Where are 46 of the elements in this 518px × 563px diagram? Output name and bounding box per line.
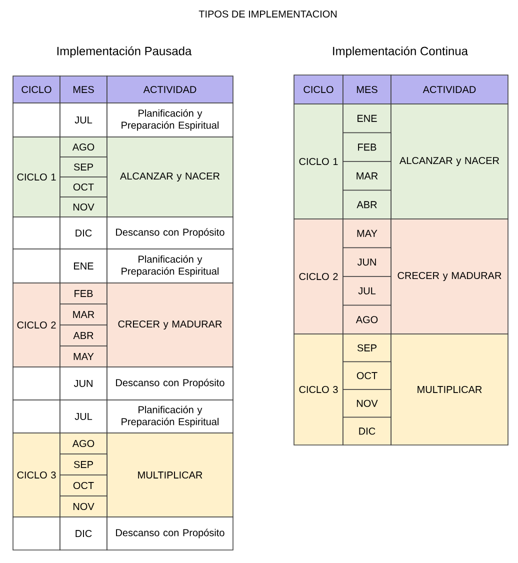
- table-cell: FEB: [60, 282, 108, 304]
- table-cell: MAR: [342, 161, 392, 191]
- table-cell: NOV: [60, 496, 108, 518]
- table-cell: ENE: [60, 248, 108, 284]
- table-cell: MAY: [342, 218, 392, 248]
- table-cell: CRECER y MADURAR: [390, 218, 508, 334]
- table-cell: MULTIPLICAR: [106, 432, 234, 518]
- table-cell: NOV: [342, 389, 392, 418]
- table-cell: ALCANZAR y NACER: [106, 136, 234, 218]
- table-cell: MAR: [60, 304, 108, 326]
- table-cell: OCT: [342, 361, 392, 390]
- table-heading: Implementación Continua: [333, 46, 468, 58]
- table-cell: ENE: [342, 104, 392, 134]
- table-cell: AGO: [342, 304, 392, 334]
- table-cell: NOV: [60, 196, 108, 218]
- table-cell: CICLO 2: [12, 282, 60, 368]
- table-cell: DIC: [60, 516, 108, 550]
- table-cell: JUL: [60, 102, 108, 138]
- table-cell: JUN: [342, 247, 392, 277]
- table-cell: ABR: [60, 324, 108, 346]
- table-cell: JUL: [60, 400, 108, 434]
- header-cell: CICLO: [294, 74, 344, 104]
- table-cell: CICLO 3: [12, 432, 60, 518]
- table-cell: JUN: [60, 366, 108, 400]
- title: TIPOS DE IMPLEMENTACION: [198, 10, 337, 18]
- table-cell: DIC: [342, 416, 392, 446]
- table-heading: Implementación Pausada: [57, 46, 192, 58]
- table-cell: DIC: [60, 216, 108, 250]
- table-cell: SEP: [60, 156, 108, 178]
- table-cell: CICLO 1: [12, 136, 60, 218]
- table-cell: ALCANZAR y NACER: [390, 104, 508, 220]
- table-cell: SEP: [342, 334, 392, 362]
- table-cell: CRECER y MADURAR: [106, 282, 234, 368]
- table-cell: FEB: [342, 132, 392, 162]
- table-cell: MULTIPLICAR: [390, 334, 508, 446]
- table-cell: AGO: [60, 432, 108, 454]
- table-cell: OCT: [60, 176, 108, 198]
- table-cell: OCT: [60, 474, 108, 496]
- header-cell: MES: [342, 74, 392, 104]
- table-cell: AGO: [60, 136, 108, 158]
- table-cell: ABR: [342, 190, 392, 220]
- table-cell: MAY: [60, 346, 108, 368]
- table-cell: SEP: [60, 454, 108, 476]
- header-cell: MES: [60, 76, 108, 104]
- header-cell: CICLO: [12, 76, 60, 104]
- table-cell: JUL: [342, 276, 392, 306]
